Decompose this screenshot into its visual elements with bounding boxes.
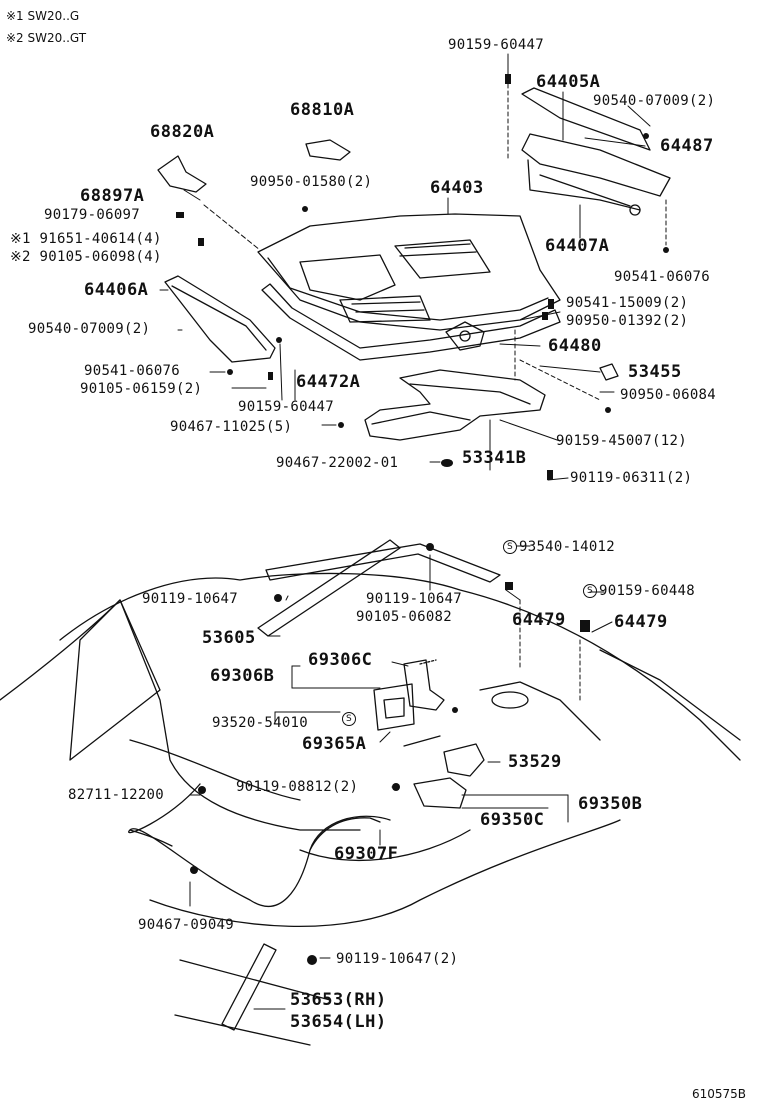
label-90540-07009-left: 90540-07009(2) [28,321,151,337]
label-90159-60447-top: 90159-60447 [448,37,545,53]
side-panel-64406A [164,275,276,363]
label-69306B: 69306B [210,666,275,686]
label-91651-40614: ※1 91651-40614(4) [10,231,162,247]
label-53605: 53605 [202,628,256,648]
part-64480 [445,321,485,351]
s-mark-icon: S [583,584,597,598]
label-64403: 64403 [430,178,484,198]
label-90950-01580: 90950-01580(2) [250,174,373,190]
label-90950-01392: 90950-01392(2) [566,313,689,329]
label-90467-11025: 90467-11025(5) [170,419,293,435]
label-90179-06097: 90179-06097 [44,207,141,223]
s-mark-69365A: S [342,712,358,726]
label-64487: 64487 [660,136,714,156]
latch-assembly [373,659,485,809]
label-53341B: 53341B [462,448,527,468]
label-90541-06076-right: 90541-06076 [614,269,711,285]
label-69350B: 69350B [578,794,643,814]
label-90119-10647-b: 90119-10647 [366,591,463,607]
rear-lid-64405A [521,87,671,216]
label-69306C: 69306C [308,650,373,670]
label-68810A: 68810A [290,100,355,120]
hood-panel-64403 [257,213,561,331]
figure-id: 610575B [692,1087,747,1101]
label-64405A: 64405A [536,72,601,92]
label-90119-08812: 90119-08812(2) [236,779,359,795]
label-82711-12200: 82711-12200 [68,787,165,803]
cables [128,783,391,907]
label-90541-15009: 90541-15009(2) [566,295,689,311]
label-64479-a: 64479 [512,610,566,630]
label-90119-06311: 90119-06311(2) [570,470,693,486]
car-body-outline [0,572,741,1046]
label-69365A: 69365A [302,734,367,754]
label-90159-60447-mid: 90159-60447 [238,399,335,415]
label-90541-06076-left: 90541-06076 [84,363,181,379]
label-69350C: 69350C [480,810,545,830]
label-64480: 64480 [548,336,602,356]
label-53653: 53653(RH) [290,990,387,1010]
support-rod [221,943,277,1031]
label-90105-06159: 90105-06159(2) [80,381,203,397]
label-68897A: 68897A [80,186,145,206]
undertray-53341B [364,369,546,441]
label-64472A: 64472A [296,372,361,392]
s-mark-icon: S [503,540,517,554]
label-90950-06084: 90950-06084 [620,387,717,403]
label-90119-10647-a: 90119-10647 [142,591,239,607]
label-90467-09049: 90467-09049 [138,917,235,933]
label-68820A: 68820A [150,122,215,142]
label-90540-07009-right: 90540-07009(2) [593,93,716,109]
label-90105-06098: ※2 90105-06098(4) [10,249,162,265]
label-53529: 53529 [508,752,562,772]
hinge-parts [157,139,619,381]
s-mark-icon: S [342,712,356,726]
label-90119-10647-c: 90119-10647(2) [336,951,459,967]
label-90159-60448-text: 90159-60448 [599,583,696,599]
seal-frame-64472A [261,283,561,361]
note-2: ※2 SW20..GT [6,31,87,45]
label-69307F: 69307F [334,844,399,864]
note-1: ※1 SW20..G [6,9,80,23]
leader-lines-top [159,53,667,481]
hardware-bottom [190,543,590,965]
label-93520-54010: 93520-54010 [212,715,309,731]
label-64479-b: 64479 [614,612,668,632]
label-90105-06082: 90105-06082 [356,609,453,625]
label-64407A: 64407A [545,236,610,256]
hardware-top [176,74,669,480]
label-93540-14012-text: 93540-14012 [519,539,616,555]
label-90467-22002-01: 90467-22002-01 [276,455,399,471]
label-53654: 53654(LH) [290,1012,387,1032]
label-90159-45007: 90159-45007(12) [556,433,687,449]
label-64406A: 64406A [84,280,149,300]
label-53455: 53455 [628,362,682,382]
